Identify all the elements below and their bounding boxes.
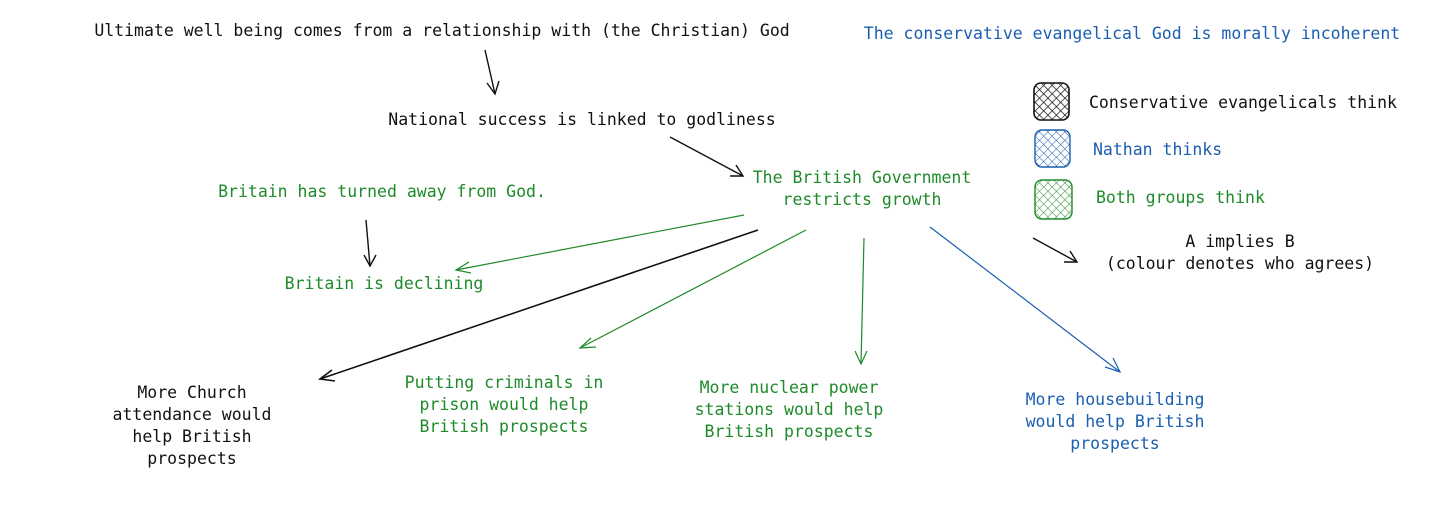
legend-label-conservative: Conservative evangelicals think xyxy=(1089,93,1397,112)
legend-swatch-green xyxy=(1034,179,1073,220)
legend-swatch-black xyxy=(1033,82,1070,121)
arrow-government-to-criminals xyxy=(578,229,807,349)
legend-swatch-blue xyxy=(1034,129,1071,168)
arrow-ultimate-to-national xyxy=(484,49,500,96)
node-housebuilding: More housebuilding would help British pr… xyxy=(1025,390,1205,453)
arrow-government-to-church xyxy=(317,229,759,382)
node-ultimate-wellbeing: Ultimate well being comes from a relatio… xyxy=(94,21,790,40)
arrow-national-to-government xyxy=(669,136,745,177)
node-church-attendance: More Church attendance would help Britis… xyxy=(112,383,272,468)
node-turned-away: Britain has turned away from God. xyxy=(218,182,546,201)
node-criminals-prison: Putting criminals in prison would help B… xyxy=(404,373,604,436)
arrow-government-to-housebuilding xyxy=(929,226,1122,374)
legend-label-nathan: Nathan thinks xyxy=(1093,140,1223,159)
arrow-government-to-nuclear xyxy=(854,237,868,366)
node-nuclear-power: More nuclear power stations would help B… xyxy=(694,378,884,441)
legend-arrow xyxy=(1032,237,1079,263)
legend-arrow-line1: A implies B xyxy=(1185,232,1295,251)
arrow-government-to-declining xyxy=(454,214,745,274)
node-government-restricts: The British Government restricts growth xyxy=(752,168,972,209)
node-incoherent-claim: The conservative evangelical God is mora… xyxy=(863,24,1401,43)
legend-arrow-line2: (colour denotes who agrees) xyxy=(1105,254,1375,273)
arrow-turned-away-to-declining xyxy=(363,219,377,268)
node-national-success: National success is linked to godliness xyxy=(388,110,776,129)
legend-label-both: Both groups think xyxy=(1096,188,1265,207)
node-declining: Britain is declining xyxy=(284,274,484,293)
